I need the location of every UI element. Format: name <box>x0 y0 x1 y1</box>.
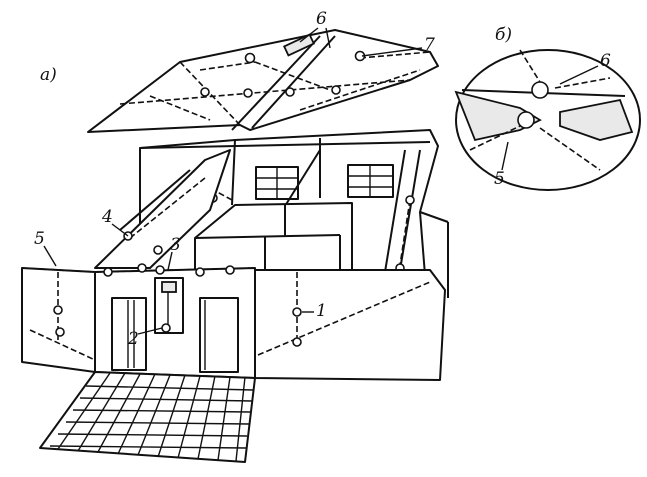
right-wing-wall <box>254 211 449 381</box>
label-part-5-main: 5 <box>34 229 45 249</box>
window-left <box>255 166 299 200</box>
label-fig-a: а) <box>40 65 57 85</box>
label-part-4: 4 <box>101 207 113 227</box>
label-part-1: 1 <box>316 301 327 321</box>
label-part-6-detail: 6 <box>600 51 611 71</box>
entrance-grating <box>39 371 256 463</box>
label-fig-b: б) <box>495 25 512 45</box>
label-part-7: 7 <box>424 35 435 55</box>
label-part-6-roof: 6 <box>316 9 327 29</box>
label-part-5-detail: 5 <box>494 169 505 189</box>
window-right <box>347 164 394 198</box>
label-part-2: 2 <box>127 329 139 349</box>
roof-panels <box>87 29 439 133</box>
left-wing-wall <box>21 267 96 373</box>
leader-lines <box>43 27 599 335</box>
front-wall <box>94 263 256 379</box>
label-part-3: 3 <box>170 235 181 255</box>
inner-room-box <box>194 202 353 273</box>
hinge-detail <box>454 49 641 191</box>
labels: а) б) 6 7 4 5 3 2 1 6 5 <box>34 9 611 349</box>
